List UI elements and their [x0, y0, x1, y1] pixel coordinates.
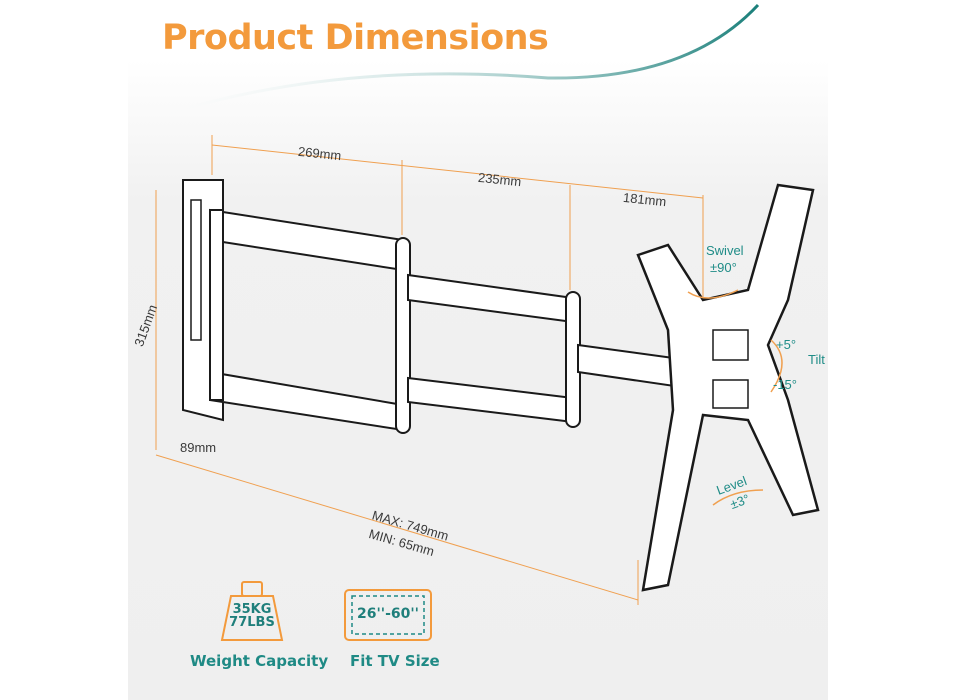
page-title: Product Dimensions — [162, 18, 549, 58]
dimension-lines — [155, 135, 704, 605]
weight-lbs: 77LBS — [229, 615, 275, 630]
mount-diagram — [147, 3, 820, 641]
tilt-up-value: +5° — [776, 337, 797, 352]
depth-dimension: 89mm — [180, 440, 217, 455]
weight-icon — [220, 581, 284, 641]
decorative-swoosh — [147, 3, 760, 122]
weight-kg: 35KG — [232, 602, 272, 617]
adjust-arrows — [687, 289, 783, 506]
product-image: Product Dimensions 269mm 235mm 181mm 315… — [128, 0, 828, 700]
weight-capacity-value: 35KG 77LBS — [222, 603, 282, 629]
fit-tv-size-label: Fit TV Size — [350, 652, 440, 670]
tilt-down-value: -15° — [773, 377, 797, 392]
swivel-label: Swivel — [706, 243, 744, 258]
weight-capacity-label: Weight Capacity — [190, 652, 329, 670]
mount-arms — [182, 179, 689, 434]
vesa-plate — [636, 183, 820, 592]
swivel-value: ±90° — [710, 260, 737, 275]
tv-size-value: 26''-60'' — [357, 606, 419, 622]
tv-size-icon — [344, 589, 432, 641]
tilt-label: Tilt — [808, 352, 825, 367]
